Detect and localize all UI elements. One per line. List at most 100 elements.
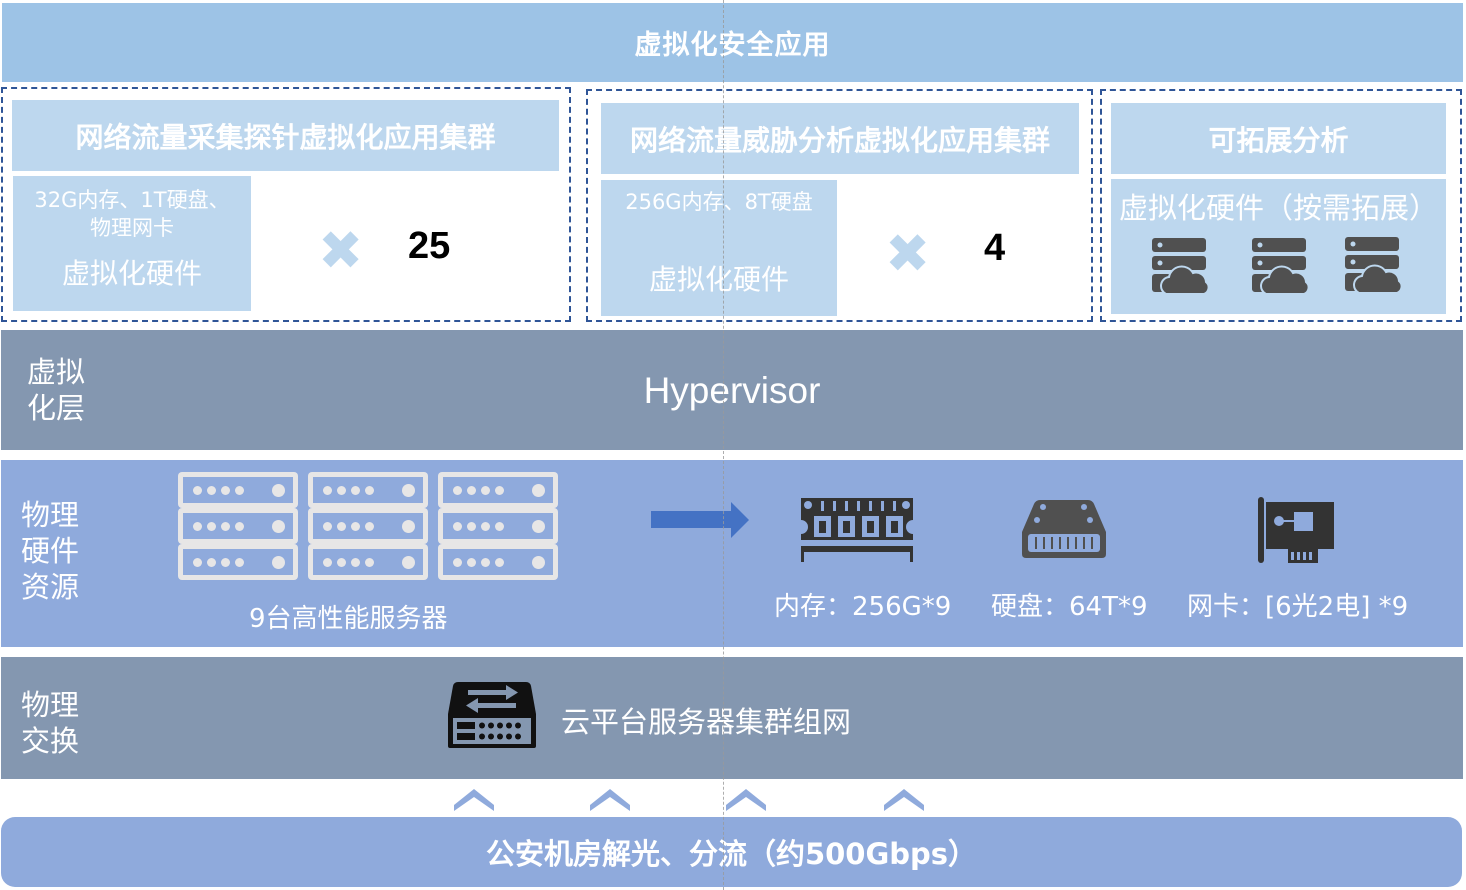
hardware-title: 虚拟化硬件: [648, 263, 789, 296]
server-icon: [178, 544, 298, 580]
cluster-threat-hardware: 256G内存、8T硬盘 虚拟化硬件: [601, 180, 837, 316]
server-led: [221, 557, 230, 567]
cluster-probe-header: 网络流量采集探针虚拟化应用集群: [12, 100, 559, 171]
server-power-led: [402, 519, 415, 533]
server-power-led: [272, 483, 285, 497]
hardware-title: 虚拟化硬件（按需拓展）: [1118, 191, 1438, 225]
layer-label-line: 虚拟: [27, 355, 86, 389]
server-led: [365, 521, 374, 531]
server-led: [467, 521, 476, 531]
server-led: [193, 485, 202, 495]
server-led: [351, 557, 360, 567]
server-led: [467, 485, 476, 495]
server-power-led: [532, 555, 545, 569]
cluster-probe-title: 网络流量采集探针虚拟化应用集群: [75, 120, 496, 154]
hypervisor-label: Hypervisor: [643, 370, 821, 411]
server-led: [221, 485, 230, 495]
diagram-title: 虚拟化安全应用: [634, 30, 831, 61]
cluster-extensible-header: 可拓展分析: [1111, 103, 1446, 174]
cluster-threat-title: 网络流量威胁分析虚拟化应用集群: [629, 123, 1050, 157]
server-icon: [438, 472, 558, 508]
bottom-band: 公安机房解光、分流（约500Gbps）: [1, 817, 1462, 887]
bottom-label: 公安机房解光、分流（约500Gbps）: [485, 837, 978, 871]
cluster-extensible-title: 可拓展分析: [1208, 123, 1349, 157]
instance-count: 25: [408, 225, 451, 267]
virtualization-layer: 虚拟 化层 Hypervisor: [1, 330, 1463, 450]
server-icon: [308, 508, 428, 544]
layer-label: 物理 交换: [21, 687, 79, 759]
memory-label: 内存：256G*9: [774, 592, 952, 622]
server-icon: [438, 544, 558, 580]
layer-label: 物理 硬件 资源: [21, 497, 79, 605]
hardware-title: 虚拟化硬件: [61, 257, 202, 290]
server-led: [495, 485, 504, 495]
server-icon: [178, 508, 298, 544]
cloud-server-icon: [1345, 237, 1403, 294]
chevron-up-icon: [590, 789, 630, 811]
cluster-probe-hardware: 32G内存、1T硬盘、 物理网卡 虚拟化硬件: [13, 176, 251, 311]
server-icon: [308, 544, 428, 580]
cluster-extensible: 可拓展分析 虚拟化硬件（按需拓展）: [1100, 89, 1462, 322]
server-led: [351, 521, 360, 531]
server-led: [453, 485, 462, 495]
server-led: [323, 485, 332, 495]
server-led: [323, 521, 332, 531]
physical-hardware-layer: 物理 硬件 资源 9台高性能服务器: [1, 460, 1463, 647]
server-led: [495, 521, 504, 531]
server-led: [365, 557, 374, 567]
server-led: [193, 557, 202, 567]
server-led: [207, 521, 216, 531]
hardware-spec: 32G内存、1T硬盘、: [34, 188, 230, 212]
hard-disk-label: 硬盘：64T*9: [991, 592, 1148, 622]
chevron-up-icon: [454, 789, 494, 811]
server-led: [193, 521, 202, 531]
times-icon: ✖: [885, 222, 931, 285]
server-power-led: [532, 519, 545, 533]
times-icon: ✖: [318, 219, 364, 282]
top-band: 虚拟化安全应用: [2, 3, 1463, 82]
network-card-icon: [1258, 497, 1334, 563]
network-switch-icon: [448, 682, 536, 748]
server-led: [351, 485, 360, 495]
server-led: [337, 521, 346, 531]
server-power-led: [402, 483, 415, 497]
layer-label-line: 物理: [21, 498, 80, 532]
memory-icon: [801, 498, 913, 562]
server-led: [365, 485, 374, 495]
server-led: [235, 557, 244, 567]
layer-label: 虚拟 化层: [27, 354, 85, 426]
network-card-label: 网卡：[6光2电] *9: [1187, 592, 1409, 622]
hardware-spec: 物理网卡: [90, 216, 174, 240]
physical-switch-layer: 物理 交换 云平台服务器集群组网: [1, 657, 1463, 779]
server-led: [235, 485, 244, 495]
server-led: [337, 557, 346, 567]
layer-label-line: 物理: [21, 688, 80, 722]
chevron-up-icon: [726, 789, 766, 811]
server-power-led: [402, 555, 415, 569]
server-led: [481, 485, 490, 495]
server-power-led: [272, 555, 285, 569]
server-led: [453, 521, 462, 531]
cluster-threat-header: 网络流量威胁分析虚拟化应用集群: [601, 103, 1079, 174]
layer-label-line: 硬件: [21, 534, 80, 568]
server-led: [235, 521, 244, 531]
layer-label-line: 化层: [27, 391, 86, 425]
cloud-server-icon: [1252, 238, 1310, 295]
server-led: [207, 557, 216, 567]
server-power-led: [272, 519, 285, 533]
hardware-spec: 256G内存、8T硬盘: [625, 190, 813, 214]
layer-label-line: 资源: [21, 570, 80, 604]
hard-disk-icon: [1022, 500, 1106, 558]
server-led: [453, 557, 462, 567]
server-led: [323, 557, 332, 567]
server-power-led: [532, 483, 545, 497]
cloud-server-icon: [1152, 238, 1210, 295]
center-guide-line: [723, 0, 724, 890]
server-led: [221, 521, 230, 531]
server-led: [467, 557, 476, 567]
server-icon: [438, 508, 558, 544]
server-caption: 9台高性能服务器: [249, 604, 448, 634]
cluster-probe: 网络流量采集探针虚拟化应用集群 32G内存、1T硬盘、 物理网卡 虚拟化硬件 ✖…: [1, 87, 571, 322]
cluster-threat-analysis: 网络流量威胁分析虚拟化应用集群 256G内存、8T硬盘 虚拟化硬件 ✖ 4: [586, 89, 1093, 322]
server-led: [481, 557, 490, 567]
